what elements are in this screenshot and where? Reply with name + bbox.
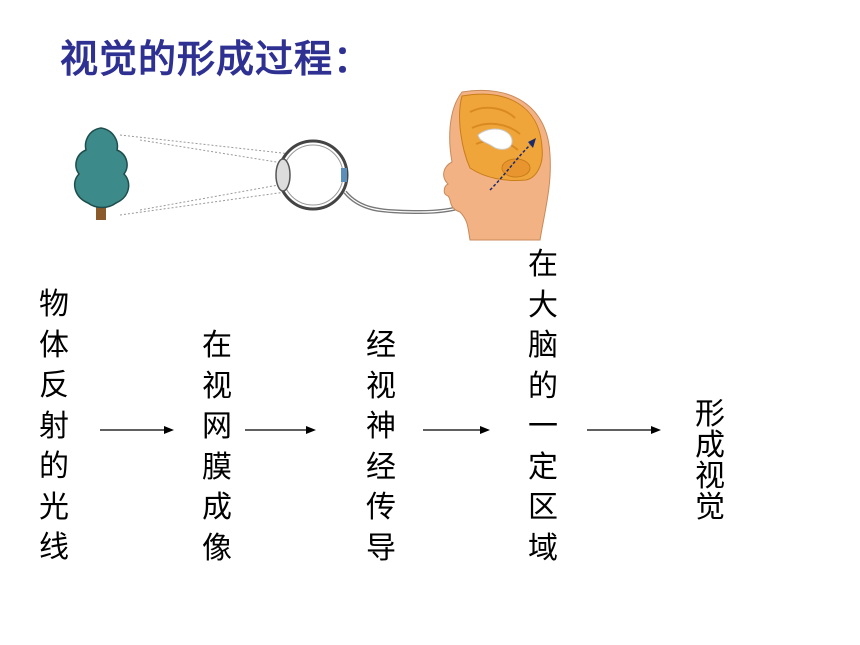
- step-char: 在: [528, 247, 558, 282]
- step-char: 体: [39, 327, 69, 363]
- step-char: 成: [695, 428, 725, 463]
- step-char: 像: [202, 530, 232, 566]
- step-char: 域: [528, 530, 558, 566]
- step-char: 的: [528, 368, 558, 404]
- page-title: 视觉的形成过程：: [60, 37, 373, 81]
- vision-illustration: [73, 89, 551, 241]
- step-char: 导: [366, 530, 396, 566]
- brain-pathway-arrow: [489, 144, 531, 191]
- step-1-light-reflection: 物 体 反 射 的 光 线: [38, 290, 70, 574]
- step-char: 视: [366, 368, 396, 404]
- eye-icon: [275, 139, 349, 211]
- step-char: 脑: [528, 328, 558, 363]
- arrow-4-icon: [587, 426, 661, 434]
- step-char: 视: [695, 459, 725, 494]
- tree-icon: [73, 127, 130, 220]
- step-char: 区: [528, 490, 558, 525]
- step-char: 视: [202, 368, 232, 404]
- step-char: 膜: [202, 449, 232, 485]
- step-char: 成: [202, 490, 232, 525]
- step-char: 神: [366, 409, 396, 444]
- step-char: 射: [39, 408, 69, 444]
- step-4-brain-region: 在 大 脑 的 一 定 区 域: [527, 250, 559, 574]
- arrowhead-icon: [528, 138, 536, 148]
- step-5-vision-formed: 形 成 视 觉: [694, 400, 726, 524]
- step-char: 定: [528, 449, 558, 485]
- step-char: 传: [366, 490, 396, 525]
- step-char: 形: [695, 397, 725, 432]
- step-char: 经: [366, 449, 396, 485]
- step-char: 网: [202, 409, 232, 444]
- arrow-2-icon: [245, 426, 316, 434]
- step-char: 反: [39, 368, 69, 403]
- step-char: 觉: [695, 490, 725, 525]
- arrow-3-icon: [423, 426, 490, 434]
- head-brain-icon: [443, 89, 551, 241]
- step-3-optic-nerve-transmission: 经 视 神 经 传 导: [365, 331, 397, 574]
- step-char: 大: [528, 287, 558, 323]
- step-2-retina-image: 在 视 网 膜 成 像: [201, 331, 233, 574]
- step-char: 线: [39, 530, 69, 565]
- light-rays: [119, 134, 301, 216]
- arrow-1-icon: [100, 426, 174, 434]
- step-char: 经: [366, 328, 396, 363]
- step-char: 光: [39, 489, 69, 525]
- step-char: 一: [528, 409, 558, 444]
- step-char: 在: [202, 328, 232, 363]
- step-char: 物: [39, 287, 69, 322]
- step-char: 的: [39, 449, 69, 484]
